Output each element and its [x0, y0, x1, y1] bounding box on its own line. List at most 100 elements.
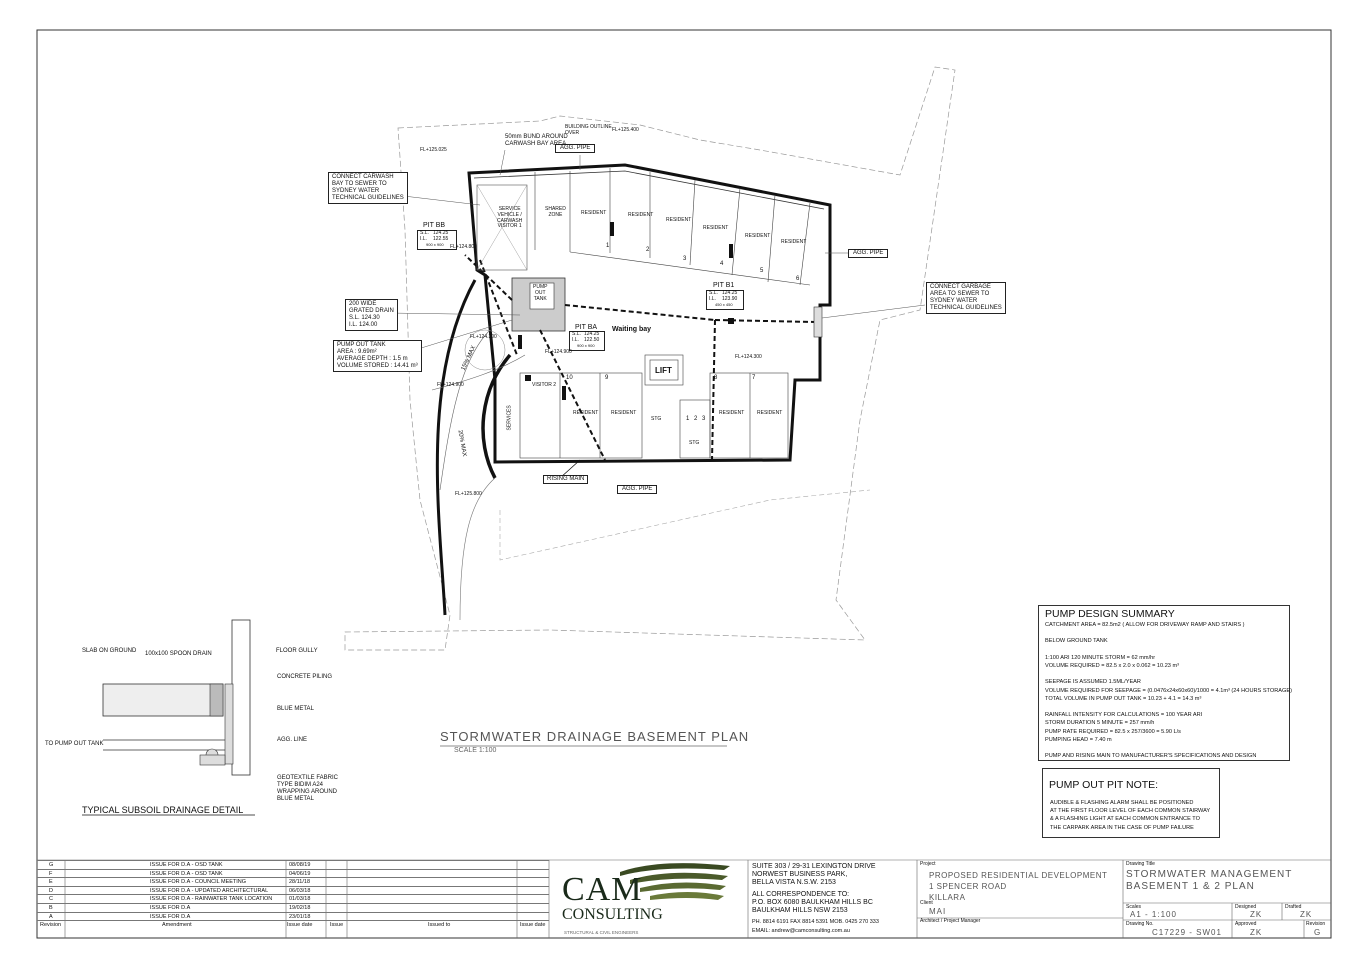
drawing-no-value: C17229 - SW01: [1152, 928, 1222, 937]
stg-1: STG: [651, 416, 662, 422]
cam-logo-graphic: [620, 863, 730, 900]
summary-line: CATCHMENT AREA = 82.5m2 ( ALLOW FOR DRIV…: [1045, 622, 1245, 628]
resident-9: RESIDENT: [611, 410, 637, 416]
revision-header-amendment: Amendment: [162, 922, 192, 929]
revision-amendment: ISSUE FOR D.A - COUNCIL MEETING: [150, 879, 247, 886]
scales-value: A1 - 1:100: [1130, 910, 1177, 919]
revision-letter: E: [49, 879, 53, 886]
resident-1: RESIDENT: [581, 210, 607, 216]
ramp-line: [431, 354, 526, 391]
revision-header-issued-to: Issued to: [428, 922, 451, 929]
revision-value: G: [1314, 928, 1322, 937]
resident-4: RESIDENT: [703, 225, 729, 231]
resident-7: RESIDENT: [757, 410, 783, 416]
drawing-no-label: Drawing No.: [1126, 921, 1154, 927]
agg-pipe-top-label: AGG. PIPE: [555, 144, 596, 153]
revision-letter: B: [49, 905, 53, 911]
summary-line: BELOW GROUND TANK: [1045, 638, 1108, 645]
space-num-8: 8: [714, 375, 718, 381]
road-boundary: [499, 489, 871, 561]
revision-amendment: ISSUE FOR D.A - RAINWATER TANK LOCATION: [150, 896, 273, 903]
resident-8: RESIDENT: [719, 410, 745, 416]
revision-header-issue-date2: Issue date: [520, 922, 546, 929]
space-num-3: 3: [683, 256, 687, 262]
space-num-5: 5: [760, 268, 764, 274]
summary-line: [1045, 670, 1292, 678]
level-fl2: FL+125.400: [612, 127, 639, 133]
space-num-1: 1: [606, 243, 610, 249]
grated-drain-top: [476, 184, 528, 271]
stg-num-2: 2: [694, 416, 698, 422]
project-label: Project: [920, 861, 936, 867]
resident-2: RESIDENT: [628, 212, 654, 218]
revision-letter: G: [49, 862, 54, 868]
visitor-2-label: VISITOR 2: [532, 382, 557, 388]
revision-row: D ISSUE FOR D.A - UPDATED ARCHITECTURAL 06…: [37, 885, 549, 896]
summary-title: PUMP DESIGN SUMMARY: [1045, 608, 1175, 620]
plan-scale: SCALE 1:100: [454, 747, 497, 754]
pit-b1-marker: [728, 318, 734, 324]
rising-main-label: RISING MAIN: [543, 475, 589, 484]
company-name-2: CONSULTING: [562, 906, 663, 923]
revision-date: 08/08/19: [289, 862, 311, 868]
waiting-bay-label: Waiting bay: [612, 326, 652, 333]
pit-ba-marker: [562, 386, 566, 400]
summary-line: PUMP RATE REQUIRED = 82.5 x 257/3600 = 5…: [1045, 728, 1181, 735]
company-tagline: STRUCTURAL & CIVIL ENGINEERS: [564, 930, 639, 935]
detail-to-tank-label: TO PUMP OUT TANK: [45, 741, 104, 747]
summary-lines: CATCHMENT AREA = 82.5m2 ( ALLOW FOR DRIV…: [1045, 621, 1292, 760]
company-name: CAM: [562, 871, 643, 908]
plan-title: STORMWATER DRAINAGE BASEMENT PLAN: [440, 729, 750, 744]
client-value: MAI: [929, 907, 947, 916]
revision-date: 06/03/18: [289, 887, 311, 894]
revision-letter: F: [49, 870, 53, 877]
summary-line: VOLUME REQUIRED = 82.5 x 2.0 x 0.062 = 1…: [1045, 663, 1179, 670]
pump-tank-inner: [529, 282, 555, 310]
level-fl7: FL+125.800: [455, 491, 482, 497]
resident-6: RESIDENT: [781, 239, 807, 245]
pit-marker-3: [525, 375, 531, 381]
stg-num-3: 3: [702, 416, 706, 422]
agg-pipe-right-label: AGG. PIPE: [848, 249, 889, 258]
designed-label: Designed: [1235, 904, 1257, 910]
space-num-9: 9: [605, 375, 609, 381]
summary-line: TOTAL VOLUME IN PUMP OUT TANK = 10.23 + …: [1045, 695, 1202, 702]
resident-5: RESIDENT: [745, 233, 771, 239]
sheet-border: [36, 29, 1332, 939]
detail-bluemetal-label: BLUE METAL: [277, 706, 314, 712]
grated-drain-right: [813, 306, 823, 338]
approved-label: Approved: [1235, 921, 1257, 927]
level-fl6: FL+124.300: [735, 354, 762, 360]
revision-letter: D: [49, 887, 53, 894]
driveway-ramp-outer: [435, 279, 477, 616]
revision-header-issue-date: Issue date: [287, 922, 313, 929]
revision-amendment: ISSUE FOR D.A - UPDATED ARCHITECTURAL: [150, 887, 269, 894]
revision-amendment: ISSUE FOR D.A - OSD TANK: [150, 862, 223, 868]
summary-line: [1045, 629, 1292, 637]
pit-ba-title: PIT BA: [575, 324, 598, 331]
revision-amendment: ISSUE FOR D.A - OSD TANK: [150, 870, 223, 877]
level-fl1: FL+125.025: [420, 147, 447, 153]
revision-label: Revision: [1306, 921, 1326, 927]
resident-10: RESIDENT: [573, 410, 599, 416]
revision-header-revision: Revision: [40, 922, 62, 929]
client-label: Client: [920, 900, 933, 906]
pit-b1-title: PIT B1: [713, 282, 735, 289]
detail-agg-label: AGG. LINE: [277, 737, 308, 743]
revision-date: 28/11/18: [289, 879, 311, 886]
note-lines: AUDIBLE & FLASHING ALARM SHALL BE POSITI…: [1050, 799, 1210, 832]
pit-bb-title: PIT BB: [423, 222, 446, 229]
revision-letter: C: [49, 896, 53, 903]
